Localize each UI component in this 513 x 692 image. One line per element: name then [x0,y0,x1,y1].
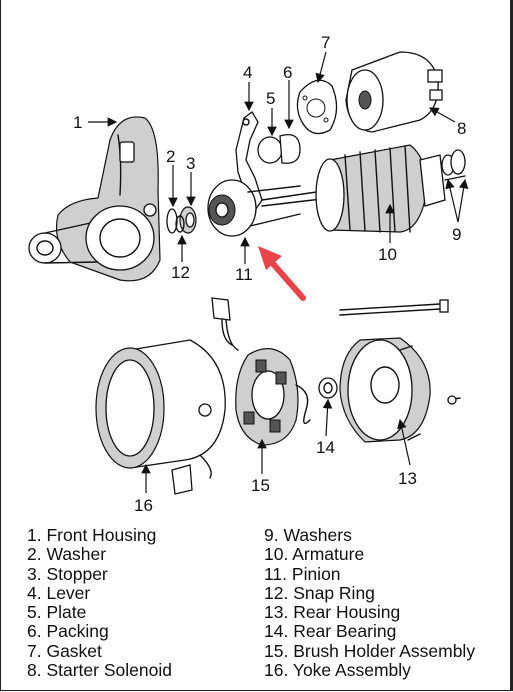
lever-and-pinion [207,111,301,237]
legend-item: 1. Front Housing [27,525,157,545]
legend-item: 9. Washers [264,525,352,545]
legend-item: 13. Rear Housing [264,602,401,623]
callout-numbers: 1 2 3 4 5 6 7 8 9 10 11 12 13 14 15 16 [73,33,466,515]
rear-bearing [318,377,338,399]
legend-item: 5. Plate [27,602,87,623]
callout-10: 10 [378,245,397,264]
rear-housing [339,337,461,443]
legend-item: 8. Starter Solenoid [27,660,172,681]
callout-13: 13 [398,469,417,488]
callout-3: 3 [186,154,195,173]
callout-5: 5 [266,89,275,108]
yoke-assembly [95,339,226,495]
callout-1: 1 [73,113,82,132]
callout-2: 2 [166,147,175,166]
legend-item: 7. Gasket [27,640,102,661]
legend-left-column: 1. Front Housing 2. Washer 3. Stopper 4.… [27,525,172,681]
legend-item: 15. Brush Holder Assembly [264,640,476,661]
callout-11: 11 [235,265,253,284]
callout-6: 6 [283,63,292,82]
callout-16: 16 [134,496,153,515]
gasket [296,79,338,135]
front-housing [28,116,161,282]
legend-item: 2. Washer [27,544,107,565]
legend-item: 10. Armature [264,544,365,565]
callout-4: 4 [243,63,252,82]
callout-12: 12 [171,263,190,282]
plate-and-packing [257,133,301,164]
starter-solenoid [345,51,443,133]
washers [441,149,466,176]
legend-item: 12. Snap Ring [264,582,375,603]
brush-holder-assembly [235,348,311,446]
callout-14: 14 [316,438,335,457]
callout-9: 9 [452,225,461,244]
highlight-arrow [258,246,306,301]
legend-item: 16. Yoke Assembly [264,660,411,681]
callout-15: 15 [251,476,270,495]
callout-8: 8 [457,119,466,138]
starter-exploded-diagram: 1 2 3 4 5 6 7 8 9 10 11 12 13 14 15 16 [28,33,469,515]
lead-wire [211,297,239,351]
washer-stopper-snap-ring [166,206,197,234]
legend-item: 3. Stopper [27,563,108,584]
legend-item: 6. Packing [27,621,109,642]
leader-lines [88,51,469,493]
through-bolt [339,299,449,316]
legend-item: 14. Rear Bearing [264,621,397,642]
armature [261,144,466,233]
callout-7: 7 [321,33,330,52]
legend-right-column: 9. Washers 10. Armature 11. Pinion 12. S… [264,525,476,681]
legend-item: 4. Lever [27,582,91,603]
legend-item: 11. Pinion [264,563,341,584]
